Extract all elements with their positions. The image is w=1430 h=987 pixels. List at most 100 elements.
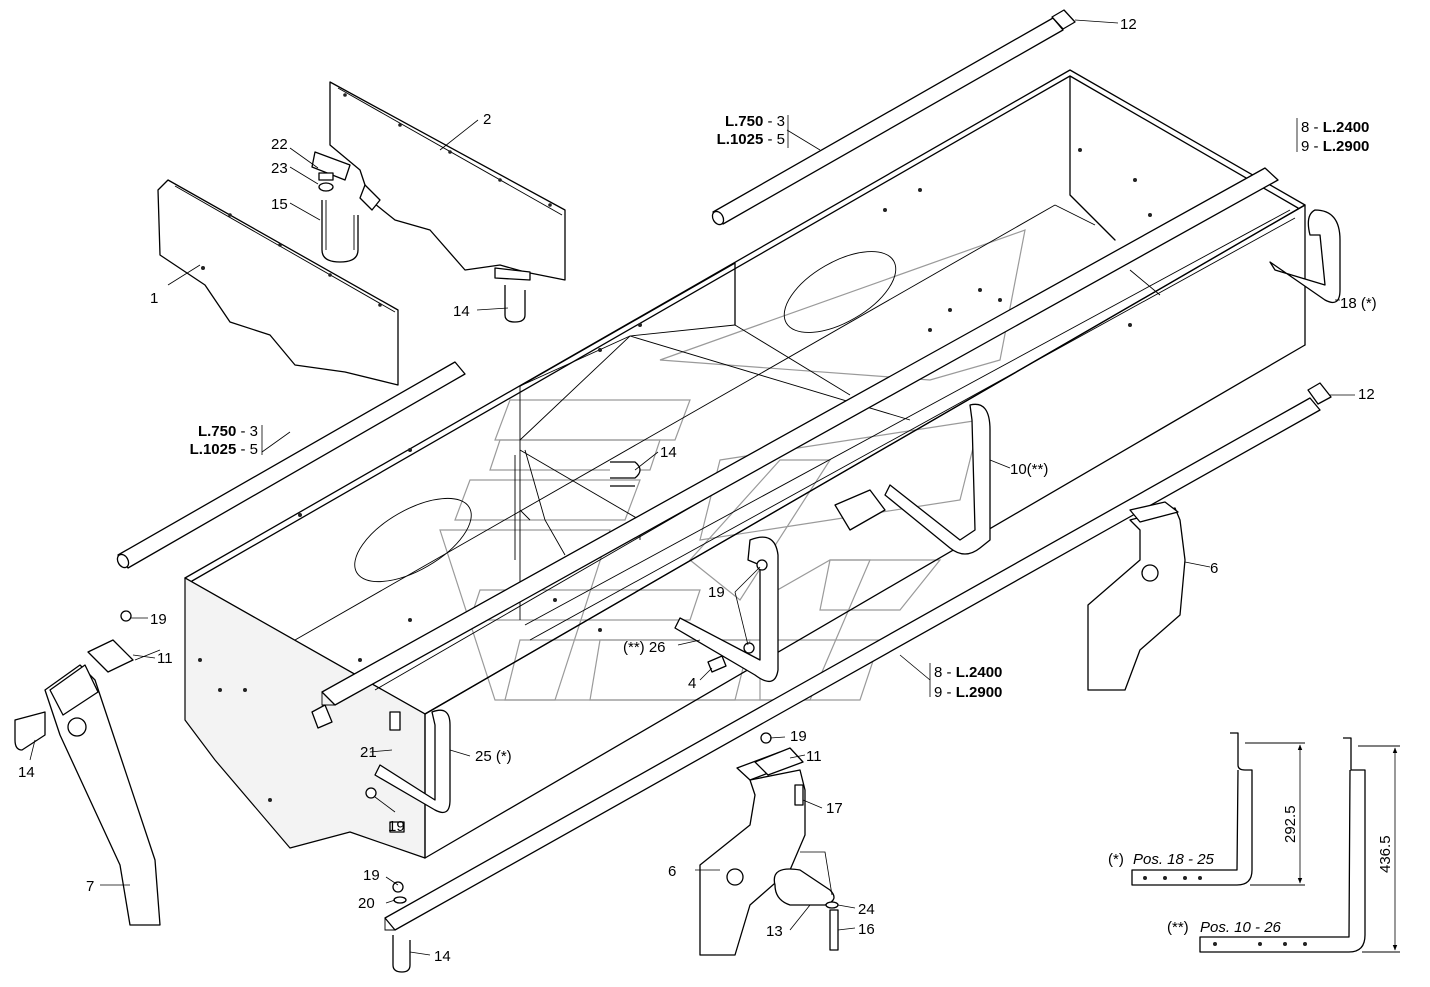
end-cap-small (311, 704, 333, 729)
bracket-26 (674, 536, 779, 682)
tube-top-b-item: - 5 (763, 131, 785, 148)
label-19-bottom: 19 (790, 728, 807, 745)
tube-top (711, 17, 1064, 226)
label-16: 16 (858, 921, 875, 938)
bar-lengths-top: 8 - L.2400 9 - L.2900 (1301, 119, 1369, 155)
label-25: 25 (*) (475, 748, 512, 765)
u-bolt-15 (321, 200, 359, 263)
label-19-center: 19 (708, 584, 725, 601)
tube-left-b-len: L.1025 (190, 441, 237, 458)
bolts (389, 655, 839, 951)
label-6-bottom: 6 (668, 863, 676, 880)
leader-lines (29, 19, 1355, 956)
label-21: 21 (360, 744, 377, 761)
svg-text:L.750 - 3: L.750 - 3 (198, 423, 258, 440)
plate-11-left (87, 639, 134, 673)
main-box-frame (184, 69, 1306, 859)
label-22: 22 (271, 136, 288, 153)
u-bolt-14-bottom (392, 935, 411, 973)
label-4: 4 (688, 675, 696, 692)
detail-star-pos: Pos. 18 - 25 (1133, 851, 1215, 868)
tube-lengths-top: L.750 - 3 L.1025 - 5 (717, 113, 785, 148)
end-cap-12-top (1051, 9, 1076, 30)
label-11-bottom: 11 (806, 748, 822, 765)
bar-bottom-b-item: 9 - (934, 684, 956, 701)
label-18: 18 (*) (1340, 295, 1377, 312)
label-12-bottom: 12 (1358, 386, 1375, 403)
label-6-right: 6 (1210, 560, 1218, 577)
u-bolt-14-top (504, 285, 526, 323)
side-panel-1 (157, 179, 399, 386)
bar-bottom-a-item: 8 - (934, 664, 956, 681)
svg-text:8 - L.2400: 8 - L.2400 (1301, 119, 1369, 136)
bar-bottom-b-len: L.2900 (956, 684, 1003, 701)
detail-double-star-pos: Pos. 10 - 26 (1200, 919, 1282, 936)
svg-text:9 - L.2900: 9 - L.2900 (1301, 138, 1369, 155)
tube-top-a-item: - 3 (763, 113, 785, 130)
hitch-loop-13 (773, 868, 835, 906)
label-24: 24 (858, 901, 875, 918)
side-panel-2 (311, 81, 566, 281)
detail-star-caption: (*) Pos. 18 - 25 292.5 (1108, 805, 1299, 868)
label-19-box: 19 (388, 818, 405, 835)
watermark-logo (439, 229, 1026, 701)
tube-left-a-len: L.750 (198, 423, 236, 440)
detail-double-star-mark: (**) (1167, 919, 1189, 936)
hook-bracket-18 (1269, 209, 1341, 304)
u-bolt-14-mid (610, 461, 641, 487)
washer-nut (318, 172, 334, 192)
bar-top-b-len: L.2900 (1323, 138, 1370, 155)
square-bar-bottom (384, 397, 1321, 931)
label-14-bottom: 14 (434, 948, 451, 965)
tube-top-b-len: L.1025 (717, 131, 764, 148)
hook-bracket-10 (884, 403, 991, 555)
label-19-left: 19 (150, 611, 167, 628)
detail-star-mark: (*) (1108, 851, 1124, 868)
leg-6-bottom (699, 751, 806, 956)
box-holes (198, 148, 1152, 802)
label-14-mid: 14 (660, 444, 677, 461)
label-7: 7 (86, 878, 94, 895)
label-15: 15 (271, 196, 288, 213)
leg-6-right (1087, 501, 1186, 691)
tube-left-a-item: - 3 (236, 423, 258, 440)
label-13: 13 (766, 923, 783, 940)
detail-star-dimension: 292.5 (1282, 805, 1299, 843)
svg-text:L.750 - 3: L.750 - 3 (725, 113, 785, 130)
tube-left (116, 361, 466, 569)
bar-top-a-len: L.2400 (1323, 119, 1370, 136)
end-cap-12-bottom (1307, 382, 1332, 405)
tube-left-b-item: - 5 (236, 441, 258, 458)
square-bar-top (321, 167, 1279, 706)
tube-top-a-len: L.750 (725, 113, 763, 130)
detail-double-star-drawing (1199, 737, 1400, 953)
detail-star-drawing (1131, 732, 1305, 886)
u-bolt-14-left (14, 711, 46, 751)
tube-lengths-left: L.750 - 3 L.1025 - 5 (190, 423, 258, 458)
label-1: 1 (150, 290, 158, 307)
label-17: 17 (826, 800, 843, 817)
label-23: 23 (271, 160, 288, 177)
detail-double-star-caption: (**) Pos. 10 - 26 436.5 (1167, 835, 1394, 936)
plate-11-bottom (754, 747, 804, 776)
label-20: 20 (358, 895, 375, 912)
label-26: (**) 26 (623, 639, 666, 656)
part-labels: 1 2 22 23 15 14 12 12 18 (*) 10(**) 6 14… (18, 16, 1377, 965)
svg-text:8 - L.2400: 8 - L.2400 (934, 664, 1002, 681)
bar-top-b-item: 9 - (1301, 138, 1323, 155)
bar-top-a-item: 8 - (1301, 119, 1323, 136)
label-19-low: 19 (363, 867, 380, 884)
bar-bottom-a-len: L.2400 (956, 664, 1003, 681)
leg-7-left (44, 664, 161, 926)
label-12-top: 12 (1120, 16, 1137, 33)
label-14-left: 14 (18, 764, 35, 781)
svg-text:L.1025 - 5: L.1025 - 5 (190, 441, 258, 458)
hook-bracket-25 (374, 709, 451, 814)
label-14-top: 14 (453, 303, 470, 320)
svg-text:L.1025 - 5: L.1025 - 5 (717, 131, 785, 148)
detail-double-star-dimension: 436.5 (1377, 835, 1394, 873)
svg-text:9 - L.2900: 9 - L.2900 (934, 684, 1002, 701)
label-11-left: 11 (157, 650, 173, 667)
